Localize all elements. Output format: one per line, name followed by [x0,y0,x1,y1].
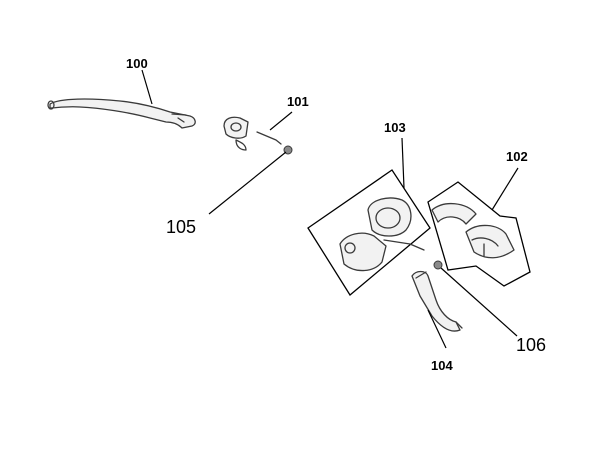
label-103: 103 [384,120,406,135]
label-100: 100 [126,56,148,71]
part-106-nut[interactable] [433,260,443,270]
part-104-lever[interactable] [411,270,463,332]
leader-103 [401,137,405,189]
label-101: 101 [287,94,309,109]
leader-106 [440,267,518,337]
part-103-outline [307,169,431,296]
leader-104 [427,309,447,349]
leader-100 [141,69,153,105]
label-102: 102 [506,149,528,164]
label-106: 106 [516,335,546,355]
part-102-clamp[interactable] [431,203,515,259]
label-104: 104 [431,358,453,373]
label-105: 105 [166,217,196,237]
leader-102 [491,167,519,211]
leader-105 [208,151,287,215]
part-102-outline [427,181,531,287]
part-100-lever[interactable] [47,98,196,129]
leader-101 [269,111,293,131]
part-103-master-cylinder[interactable] [339,197,425,272]
part-101-clamp[interactable] [223,116,282,151]
